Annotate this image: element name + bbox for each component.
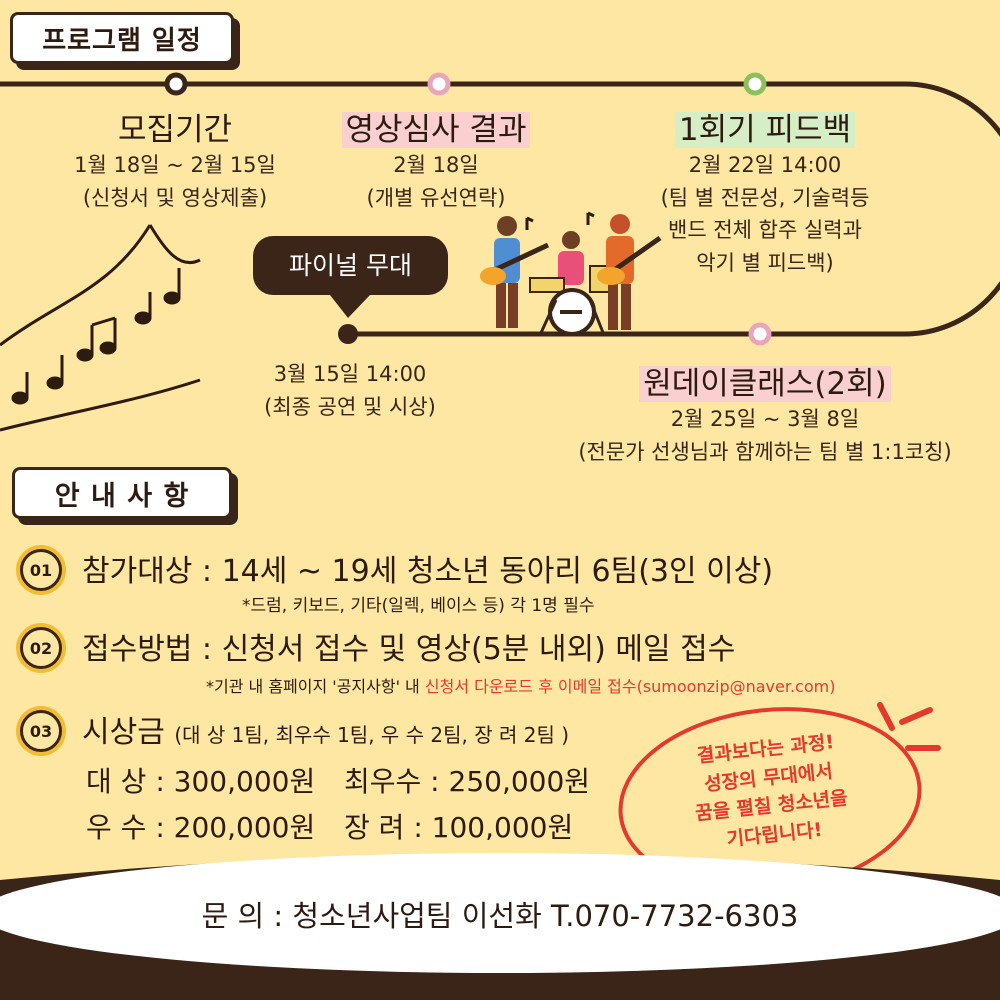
video-result-desc: (개별 유선연락) [366,185,506,210]
timeline-dot-video [427,72,451,96]
oneday-title: 원데이클래스(2회) [639,366,891,402]
recruit-desc: (신청서 및 영상제출) [82,185,268,210]
program-schedule-tag: 프로그램 일정 [10,12,234,64]
feedback-block: 1회기 피드백 2월 22일 14:00 (팀 별 전문성, 기술력등 밴드 전… [610,104,920,279]
recruit-block: 모집기간 1월 18일 ~ 2월 15일 (신청서 및 영상제출) [40,104,310,214]
timeline-dot-recruit [164,72,188,96]
item-number-badge: 03 [20,710,62,752]
prize-detail: (대 상 1팀, 최우수 1팀, 우 수 2팀, 장 려 2팀 ) [174,723,570,747]
timeline-line [0,81,1000,337]
timeline-dot-feedback [743,72,767,96]
item1-note: *드럼, 키보드, 기타(일렉, 베이스 등) 각 1명 필수 [242,596,595,616]
oneday-date: 2월 25일 ~ 3월 8일 [670,407,860,431]
video-result-title: 영상심사 결과 [341,112,531,148]
final-block: 3월 15일 14:00 (최종 공연 및 시상) [230,358,470,423]
prize-row: 대 상 : 300,000원 [86,760,315,800]
final-stage-bubble-shape [253,236,448,318]
video-result-block: 영상심사 결과 2월 18일 (개별 유선연락) [305,104,567,214]
info-tag-label: 안 내 사 항 [54,480,190,512]
prize-label: 대 상 : [86,765,174,798]
prize-amount: 250,000원 [448,765,591,798]
final-stage-bubble-label: 파이널 무대 [289,251,412,280]
item2-note: *기관 내 홈페이지 '공지사항' 내 신청서 다운로드 후 이메일 접수(su… [206,673,835,697]
item-number-badge: 02 [20,627,62,669]
prize-title: 시상금 [82,715,165,750]
recruit-date: 1월 18일 ~ 2월 15일 [74,153,276,177]
info-tag: 안 내 사 항 [12,467,232,519]
feedback-desc-2: 밴드 전체 합주 실력과 [668,218,862,243]
item-number-badge: 01 [20,549,62,591]
guitar-music-notes-icon [0,224,201,432]
emphasis-strokes-icon [877,702,941,751]
prize-label: 장 려 : [344,811,432,844]
video-result-date: 2월 18일 [393,153,479,177]
timeline-dot-final [338,324,358,344]
item3-title: 시상금 (대 상 1팀, 최우수 1팀, 우 수 2팀, 장 려 2팀 ) [82,707,569,751]
feedback-title: 1회기 피드백 [674,112,856,148]
prize-amount: 200,000원 [173,811,316,844]
item2-text: 접수방법 : 신청서 접수 및 영상(5분 내외) 메일 접수 [82,632,736,667]
oneday-block: 원데이클래스(2회) 2월 25일 ~ 3월 8일 (전문가 선생님과 함께하는… [530,358,1000,468]
band-illustration-icon [480,211,662,336]
item2-note-prefix: *기관 내 홈페이지 '공지사항' 내 [206,677,425,696]
feedback-date: 2월 22일 14:00 [688,153,842,177]
program-schedule-tag-label: 프로그램 일정 [42,25,202,56]
prize-row: 우 수 : 200,000원 [86,806,315,846]
prize-label: 최우수 : [344,765,449,798]
prize-row: 장 려 : 100,000원 [344,806,573,846]
contact-info: 문 의 : 청소년사업팀 이선화 T.070-7732-6303 [201,899,799,933]
recruit-title: 모집기간 [117,112,233,148]
item2-note-highlight: 신청서 다운로드 후 이메일 접수(sumoonzip@naver.com) [424,677,836,696]
feedback-desc-1: (팀 별 전문성, 기술력등 [660,185,870,210]
prize-amount: 300,000원 [173,765,316,798]
final-date: 3월 15일 14:00 [273,362,427,386]
item1-text: 참가대상 : 14세 ~ 19세 청소년 동아리 6팀(3인 이상) [82,554,774,589]
timeline-dot-oneday [748,322,772,346]
final-desc: (최종 공연 및 시상) [264,394,436,419]
oneday-desc: (전문가 선생님과 함께하는 팀 별 1:1코칭) [578,439,952,464]
music-notes-icon [11,268,181,405]
prize-amount: 100,000원 [431,811,574,844]
feedback-desc-3: 악기 별 피드백) [696,250,834,275]
prize-label: 우 수 : [86,811,174,844]
footer-oval [0,853,1000,973]
prize-row: 최우수 : 250,000원 [344,760,590,800]
